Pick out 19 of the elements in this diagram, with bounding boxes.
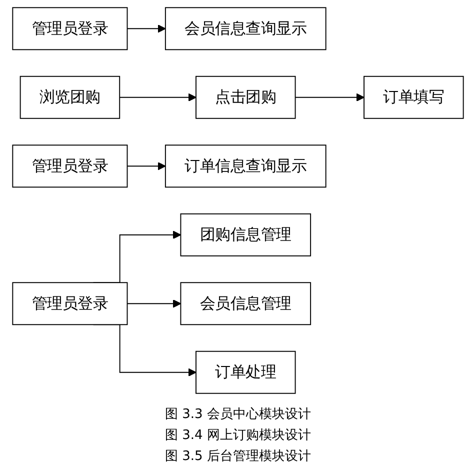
figure-caption: 图 3.3 会员中心模块设计 <box>165 406 311 423</box>
node-box: 会员信息管理 <box>180 282 312 326</box>
arrow <box>126 24 166 33</box>
arrow <box>119 93 196 102</box>
node-box: 订单填写 <box>364 76 464 119</box>
figure-caption: 图 3.5 后台管理模块设计 <box>165 448 311 465</box>
node-box: 团购信息管理 <box>180 213 312 256</box>
node-box: 管理员登录 <box>12 7 128 50</box>
node-box: 浏览团购 <box>20 76 120 119</box>
node-box: 订单信息查询显示 <box>164 144 326 188</box>
node-box: 会员信息查询显示 <box>164 7 326 50</box>
node-box: 管理员登录 <box>12 144 128 188</box>
arrow <box>126 162 166 170</box>
node-box: 订单处理 <box>196 350 296 394</box>
arrow <box>126 299 182 308</box>
node-box: 管理员登录 <box>12 282 128 326</box>
arrow <box>294 93 364 102</box>
node-box: 点击团购 <box>196 76 296 119</box>
figure-caption: 图 3.4 网上订购模块设计 <box>165 427 311 444</box>
